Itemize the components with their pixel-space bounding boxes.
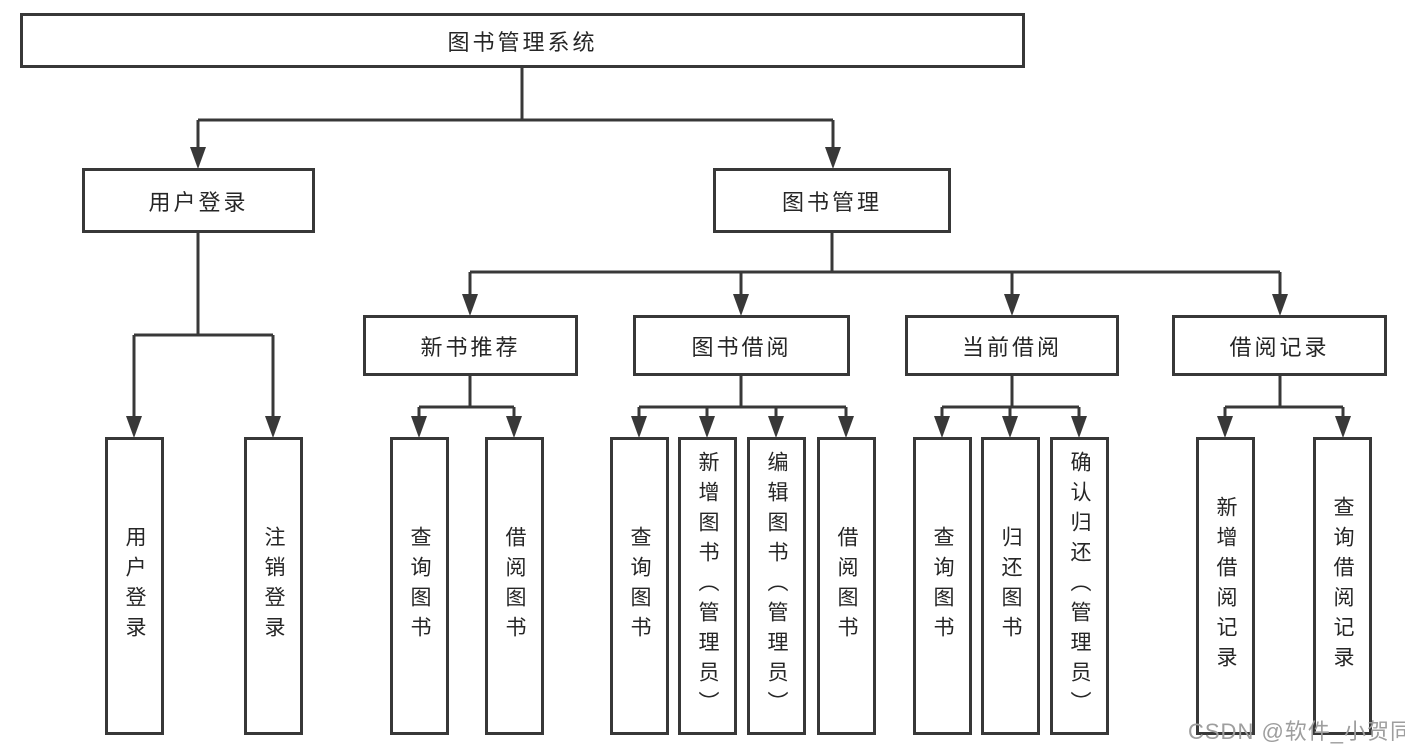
leaf-edit-books-admin-label: 编辑图书（管理员） [765,451,788,721]
connector-root [190,68,841,169]
leaf-logout-login-label: 注销登录 [262,526,285,646]
leaf-query-borrow-record-label: 查询借阅记录 [1331,496,1354,676]
leaf-confirm-return-admin: 确认归还（管理员） [1050,437,1109,735]
connector-book-borrow [631,376,854,438]
leaf-query-books-current: 查询图书 [913,437,972,735]
node-book-management: 图书管理 [713,168,951,233]
leaf-query-books-recommend-label: 查询图书 [408,526,431,646]
leaf-confirm-return-admin-label: 确认归还（管理员） [1068,451,1091,721]
leaf-add-books-admin-label: 新增图书（管理员） [696,451,719,721]
leaf-user-login: 用户登录 [105,437,164,735]
connector-user-login [126,233,281,438]
leaf-edit-books-admin: 编辑图书（管理员） [747,437,806,735]
leaf-add-books-admin: 新增图书（管理员） [678,437,737,735]
node-new-book-recommend: 新书推荐 [363,315,578,376]
leaf-borrow-books-borrow: 借阅图书 [817,437,876,735]
leaf-return-books: 归还图书 [981,437,1040,735]
leaf-borrow-books-borrow-label: 借阅图书 [835,526,858,646]
leaf-user-login-label: 用户登录 [123,526,146,646]
node-user-login: 用户登录 [82,168,315,233]
leaf-query-books-borrow: 查询图书 [610,437,669,735]
leaf-return-books-label: 归还图书 [999,526,1022,646]
connector-borrow-records [1217,376,1351,438]
leaf-add-borrow-record: 新增借阅记录 [1196,437,1255,735]
leaf-logout-login: 注销登录 [244,437,303,735]
watermark: CSDN @软件_小贺同学 [1188,719,1405,744]
leaf-query-books-recommend: 查询图书 [390,437,449,735]
leaf-query-books-current-label: 查询图书 [931,526,954,646]
leaf-borrow-books-recommend: 借阅图书 [485,437,544,735]
connector-current-borrow [934,376,1087,438]
connector-book-management [462,233,1288,316]
leaf-query-books-borrow-label: 查询图书 [628,526,651,646]
connector-new-book-recommend [411,376,522,438]
node-root: 图书管理系统 [20,13,1025,68]
node-book-borrow: 图书借阅 [633,315,850,376]
node-current-borrow: 当前借阅 [905,315,1119,376]
leaf-add-borrow-record-label: 新增借阅记录 [1214,496,1237,676]
leaf-borrow-books-recommend-label: 借阅图书 [503,526,526,646]
leaf-query-borrow-record: 查询借阅记录 [1313,437,1372,735]
node-borrow-records: 借阅记录 [1172,315,1387,376]
